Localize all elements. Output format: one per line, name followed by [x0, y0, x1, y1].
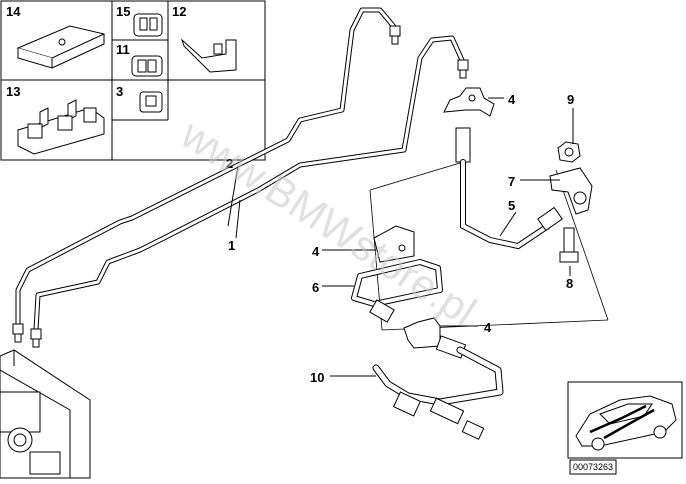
callout-4-low: 4 — [484, 320, 492, 335]
car-locator-inset: 00073263 — [567, 381, 683, 475]
inset-label-14: 14 — [6, 4, 21, 19]
inset-label-13: 13 — [6, 84, 20, 99]
callout-4-top: 4 — [508, 92, 516, 107]
watermark: www.BMWstore.pl — [172, 110, 484, 336]
callout-9: 9 — [567, 92, 574, 107]
brake-pipe-1-inner — [34, 36, 464, 332]
abs-unit — [0, 349, 91, 479]
inset-label-11: 11 — [116, 42, 130, 57]
leader-lines — [227, 97, 574, 377]
bolt-8 — [559, 227, 579, 263]
callouts: 2 1 4 9 7 5 4 6 8 4 10 — [226, 92, 574, 385]
brake-pipe-2-inner — [16, 8, 397, 327]
inset-label-15: 15 — [116, 4, 130, 19]
callout-1: 1 — [228, 238, 235, 253]
callout-5: 5 — [508, 198, 515, 213]
nut-9 — [557, 141, 581, 163]
inset-label-12: 12 — [172, 4, 186, 19]
callout-8: 8 — [566, 276, 573, 291]
brake-hose-6 — [351, 259, 443, 323]
bracket-7 — [549, 167, 593, 215]
callout-4-mid: 4 — [312, 244, 320, 259]
pipe-fittings — [12, 25, 469, 348]
brake-hose-5 — [455, 127, 563, 250]
callout-6: 6 — [312, 280, 319, 295]
bracket-4-mid — [373, 225, 415, 263]
callout-10: 10 — [310, 370, 324, 385]
part-number: 00073263 — [573, 462, 613, 472]
brake-hose-10 — [372, 335, 504, 440]
bracket-4-low — [403, 317, 441, 349]
callout-7: 7 — [508, 174, 515, 189]
inset-label-3: 3 — [116, 84, 123, 99]
inset-grid: 14 15 12 11 13 3 — [0, 0, 266, 161]
callout-2: 2 — [226, 156, 233, 171]
bracket-4-top — [443, 87, 495, 117]
